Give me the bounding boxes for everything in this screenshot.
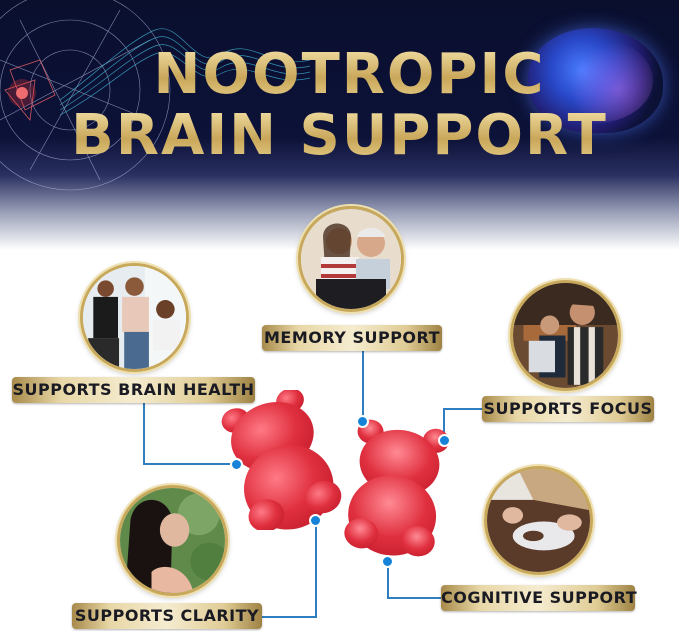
memory-support-label: MEMORY SUPPORT	[262, 325, 442, 351]
title-line-1: NOOTROPIC	[0, 45, 679, 105]
connector-dot-memory	[356, 415, 369, 428]
connector-line-focus-v	[443, 408, 445, 440]
brain-health-photo	[80, 263, 189, 372]
hero-banner: NOOTROPIC BRAIN SUPPORT	[0, 0, 679, 250]
brain-health-label: SUPPORTS BRAIN HEALTH	[12, 377, 255, 403]
connector-line-brain-health	[143, 402, 145, 464]
connector-dot-clarity	[309, 514, 322, 527]
memory-support-photo	[298, 206, 404, 312]
connector-dot-cognitive	[381, 555, 394, 568]
connector-line-clarity-h	[262, 616, 317, 618]
wave-graphic	[60, 28, 310, 116]
clarity-photo	[117, 485, 228, 596]
focus-photo	[510, 280, 621, 391]
connector-line-cognitive-v	[387, 560, 389, 598]
clarity-label: SUPPORTS CLARITY	[72, 603, 262, 629]
focus-label: SUPPORTS FOCUS	[482, 396, 654, 422]
glowing-brain-graphic	[528, 28, 663, 133]
neural-network-graphic	[0, 0, 171, 191]
connector-dot-brain-health	[230, 458, 243, 471]
gummy-bear-left	[221, 390, 342, 530]
cognitive-support-photo	[484, 466, 593, 575]
connector-line-focus-h	[443, 408, 483, 410]
title-line-2: BRAIN SUPPORT	[0, 106, 679, 166]
connector-dot-focus	[438, 434, 451, 447]
connector-line-brain-health-h	[143, 463, 235, 465]
connector-line-cognitive-h	[387, 597, 442, 599]
connector-line-clarity-v	[315, 520, 317, 617]
cognitive-support-label: COGNITIVE SUPPORT	[441, 585, 637, 611]
gummy-bear-right	[344, 419, 449, 557]
connector-line-memory	[362, 350, 364, 420]
